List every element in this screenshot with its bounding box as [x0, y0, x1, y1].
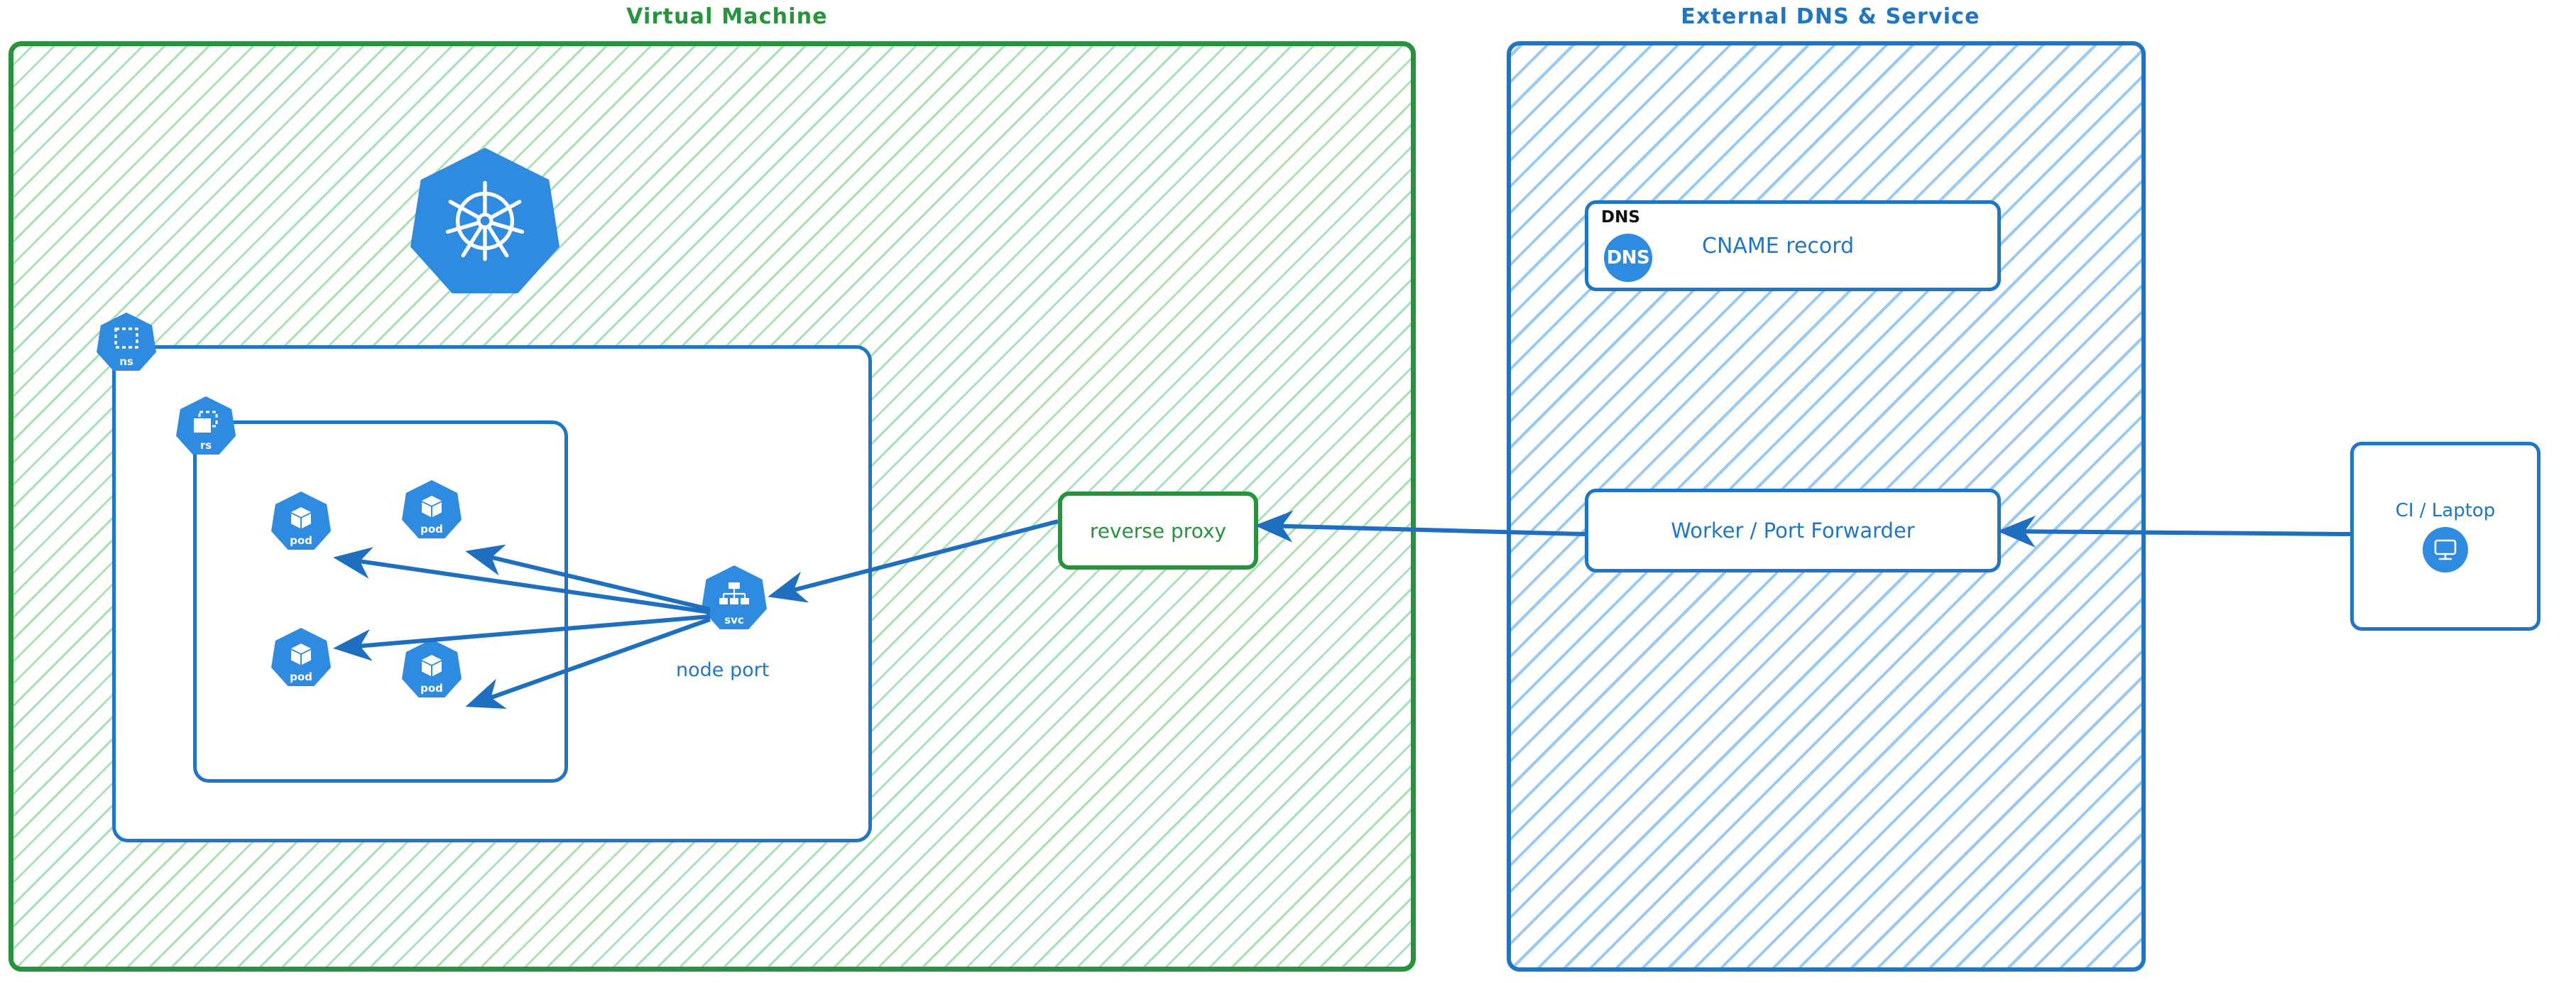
replicaset-box — [193, 420, 568, 783]
dashed-square-icon — [114, 327, 138, 349]
namespace-tag: ns — [119, 355, 133, 369]
node-port-caption: node port — [676, 659, 770, 681]
dns-badge-icon: DNS — [1604, 234, 1652, 282]
pod-hex: pod — [271, 628, 331, 686]
pod-tag: pod — [290, 670, 312, 684]
pod-node-2[interactable]: pod — [402, 480, 462, 538]
worker-port-forwarder-label: Worker / Port Forwarder — [1671, 518, 1915, 543]
pod-tag: pod — [420, 682, 443, 695]
cube-icon — [291, 507, 311, 528]
dns-type-label: DNS — [1601, 208, 1640, 227]
pod-node-3[interactable]: pod — [271, 628, 331, 686]
kubernetes-logo-node — [410, 148, 560, 293]
ci-laptop-label: CI / Laptop — [2395, 500, 2496, 521]
pod-node-4[interactable]: pod — [402, 639, 462, 697]
dns-record-card[interactable]: DNS DNS CNAME record — [1585, 200, 2001, 291]
service-node[interactable]: svc — [702, 565, 767, 629]
ci-laptop-box[interactable]: CI / Laptop — [2350, 442, 2540, 631]
pod-hex: pod — [402, 480, 462, 538]
reverse-proxy-box[interactable]: reverse proxy — [1058, 492, 1258, 570]
service-hex: svc — [702, 565, 767, 629]
replicaset-tag: rs — [200, 439, 212, 452]
cube-icon — [422, 496, 442, 517]
vm-group-title: Virtual Machine — [626, 4, 828, 29]
cube-icon — [422, 655, 442, 676]
service-tree-icon — [719, 582, 749, 604]
pod-hex: pod — [402, 639, 462, 697]
reverse-proxy-label: reverse proxy — [1089, 518, 1227, 543]
stacked-rectangles-icon — [194, 411, 218, 433]
service-tag: svc — [724, 613, 744, 626]
namespace-hex: ns — [97, 313, 156, 371]
replicaset-hex: rs — [176, 396, 236, 455]
replicaset-node[interactable]: rs — [176, 396, 236, 455]
cname-record-label: CNAME record — [1702, 233, 1855, 259]
external-group-title: External DNS & Service — [1681, 4, 1980, 29]
pod-node-1[interactable]: pod — [271, 492, 331, 550]
pod-tag: pod — [420, 523, 443, 536]
desktop-monitor-icon — [2423, 527, 2468, 572]
kubernetes-helm-icon — [445, 180, 525, 261]
cube-icon — [291, 643, 311, 665]
namespace-node[interactable]: ns — [97, 313, 156, 371]
monitor-glyph — [2434, 539, 2457, 560]
kubernetes-logo-hex — [410, 148, 560, 293]
pod-tag: pod — [290, 534, 312, 548]
pod-hex: pod — [271, 492, 331, 550]
worker-port-forwarder-box[interactable]: Worker / Port Forwarder — [1585, 489, 2001, 572]
